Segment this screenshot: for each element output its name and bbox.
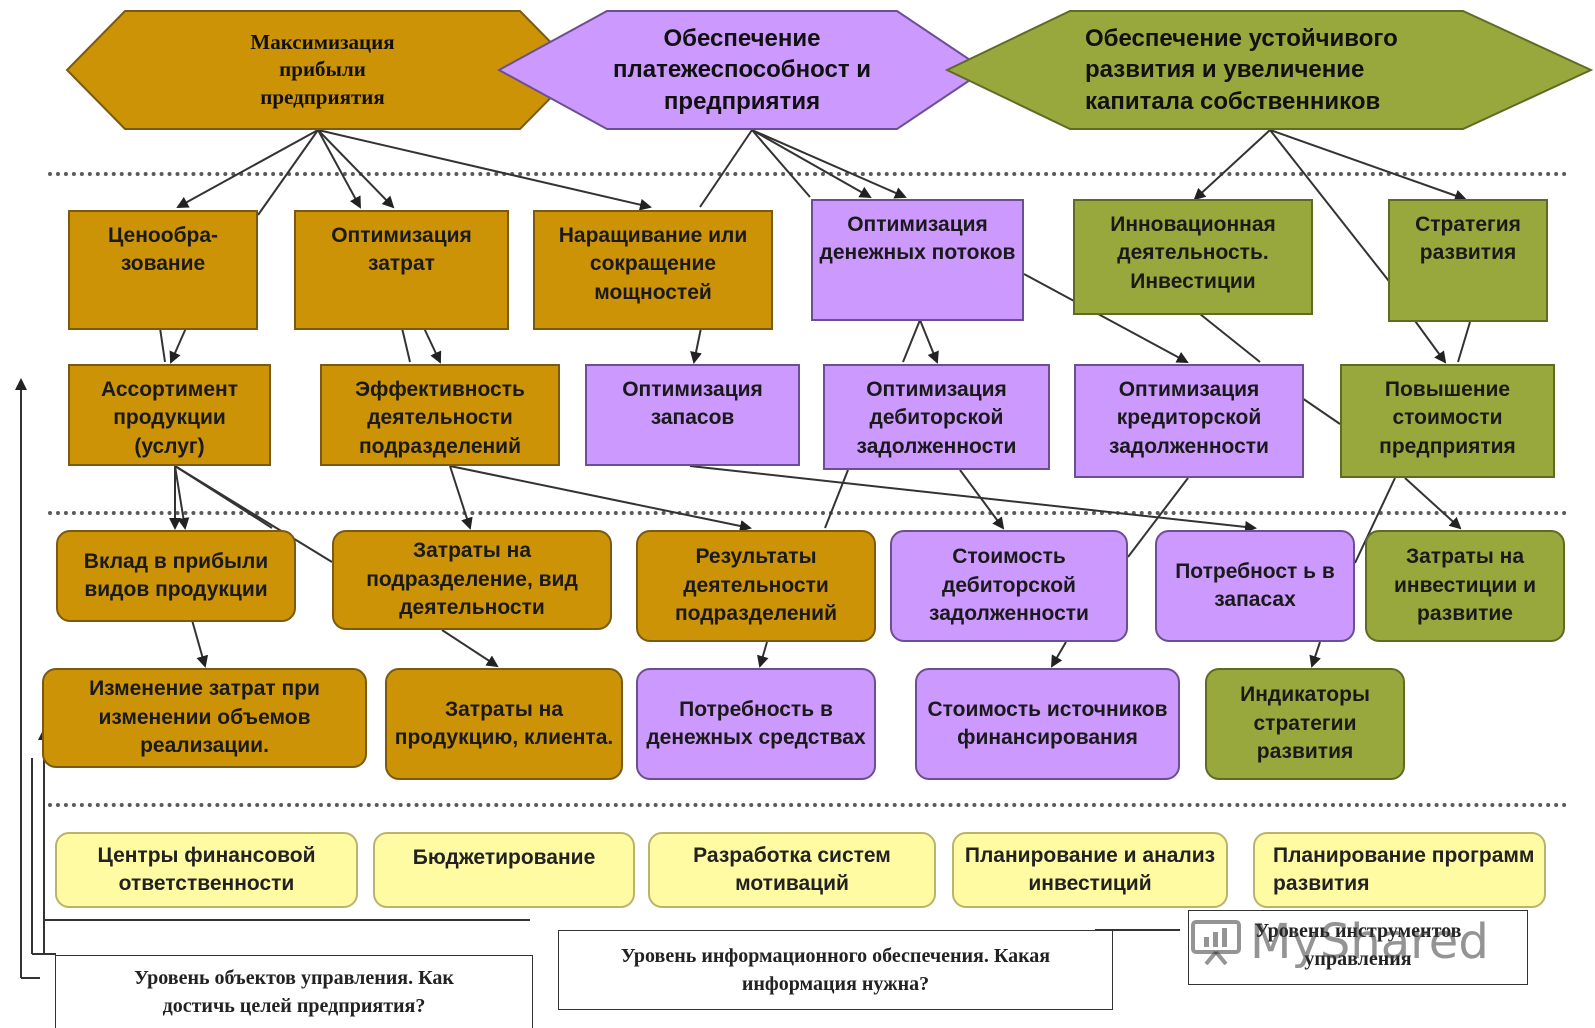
- watermark: MyShared: [1190, 914, 1489, 970]
- indicators-box: Индикаторы стратегии развития: [1205, 668, 1405, 780]
- separator-objects: [48, 511, 1568, 515]
- hexagon-shape: [945, 10, 1593, 130]
- goal-solvency-label: Обеспечение платежеспособност и предприя…: [613, 25, 871, 115]
- investment-costs-box: Затраты на инвестиции и развитие: [1365, 530, 1565, 642]
- responsibility-centers-box: Центры финансовой ответственности: [55, 832, 358, 908]
- innovation-box: Инновационная деятельность. Инвестиции: [1073, 199, 1313, 315]
- level-objects-caption: Уровень объектов управления. Как достичь…: [55, 955, 533, 1028]
- inventory-need-box: Потребност ь в запасах: [1155, 530, 1355, 642]
- goal-profit-hexagon: Максимизация прибыли предприятия: [65, 9, 580, 131]
- strategy-box: Стратегия развития: [1388, 199, 1548, 322]
- unit-efficiency-box: Эффективность деятельности подразделений: [320, 364, 560, 466]
- cost-change-box: Изменение затрат при изменении объемов р…: [42, 668, 367, 768]
- goal-development-hexagon: Обеспечение устойчивого развития и увели…: [945, 9, 1593, 131]
- assortment-box: Ассортимент продукции (услуг): [68, 364, 271, 466]
- motivation-box: Разработка систем мотиваций: [648, 832, 936, 908]
- budgeting-box: Бюджетирование: [373, 832, 635, 908]
- cash-flow-box: Оптимизация денежных потоков: [811, 199, 1024, 321]
- goal-profit-label: Максимизация прибыли предприятия: [250, 30, 395, 109]
- investment-planning-box: Планирование и анализ инвестиций: [952, 832, 1228, 908]
- product-costs-box: Затраты на продукцию, клиента.: [385, 668, 623, 780]
- capacity-box: Наращивание или сокращение мощностей: [533, 210, 773, 330]
- separator-goals: [48, 172, 1568, 176]
- company-value-box: Повышение стоимости предприятия: [1340, 364, 1555, 478]
- cash-need-box: Потребность в денежных средствах: [636, 668, 876, 780]
- receivables-box: Оптимизация дебиторской задолженности: [823, 364, 1050, 470]
- funding-cost-box: Стоимость источников финансирования: [915, 668, 1180, 780]
- hexagon-shape: [497, 10, 987, 130]
- cost-optimization-box: Оптимизация затрат: [294, 210, 509, 330]
- goal-solvency-hexagon: Обеспечение платежеспособност и предприя…: [497, 9, 987, 131]
- unit-costs-box: Затраты на подразделение, вид деятельнос…: [332, 530, 612, 630]
- inventory-box: Оптимизация запасов: [585, 364, 800, 466]
- presentation-chart-icon: [1191, 920, 1241, 965]
- goal-development-label: Обеспечение устойчивого развития и увели…: [1085, 25, 1398, 115]
- contribution-box: Вклад в прибыли видов продукции: [56, 530, 296, 622]
- pricing-box: Ценообра- зование: [68, 210, 258, 330]
- hexagon-shape: [65, 10, 580, 130]
- program-planning-box: Планирование программ развития: [1253, 832, 1546, 908]
- unit-results-box: Результаты деятельности подразделений: [636, 530, 876, 642]
- payables-box: Оптимизация кредиторской задолженности: [1074, 364, 1304, 478]
- receivables-cost-box: Стоимость дебиторской задолженности: [890, 530, 1128, 642]
- watermark-text: MyShared: [1250, 914, 1489, 970]
- separator-info: [48, 803, 1568, 807]
- level-information-caption: Уровень информационного обеспечения. Как…: [558, 930, 1113, 1010]
- level-instruments-caption: Уровень инструментов управления: [1188, 910, 1528, 985]
